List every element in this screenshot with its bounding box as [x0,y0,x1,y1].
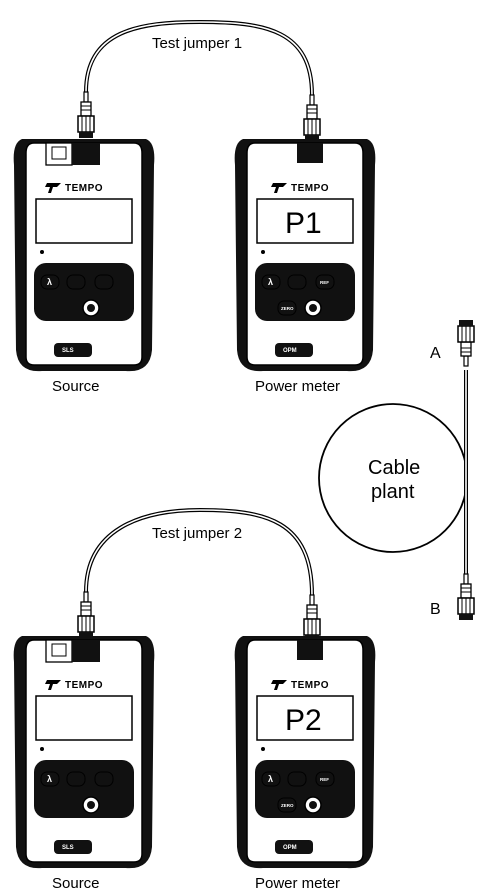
cable-plant-label-line1: Cable [368,457,420,479]
svg-text:λ: λ [47,277,52,287]
source-device-bottom: TEMPO λ SLS [13,636,155,869]
zero-button-top[interactable]: ZERO [277,300,297,316]
db-button-top[interactable] [287,274,307,290]
db-button-bottom[interactable] [287,771,307,787]
source-brand-top: TEMPO [65,183,103,194]
jumper-2-source-connector [77,591,95,639]
source-caption-bottom: Source [52,875,100,892]
svg-text:λ: λ [268,277,273,287]
ref-button-src-top[interactable] [66,274,86,290]
svg-text:λ: λ [268,774,273,784]
lambda-button-top[interactable]: λ [40,274,60,290]
meter-tag-top: OPM [283,348,297,354]
ref-button-top[interactable]: REF [315,274,335,290]
ref-button-src-bottom[interactable] [66,771,86,787]
test-jumper-1-label: Test jumper 1 [152,35,242,52]
meter-display-bottom [256,695,354,741]
end-b-label: B [430,601,441,618]
svg-text:REF: REF [320,280,329,285]
jumper-1-meter-connector [303,94,321,142]
meter-caption-top: Power meter [255,378,340,395]
hold-button-bottom[interactable] [94,771,114,787]
source-display-bottom [35,695,133,741]
svg-text:ZERO: ZERO [281,306,294,311]
source-caption-top: Source [52,378,100,395]
end-a-label: A [430,345,441,362]
lambda-button-bottom[interactable]: λ [40,771,60,787]
cable-plant-label-line2: plant [371,481,415,503]
power-meter-device-top: TEMPO P1 λ REF ZERO OPM [234,139,376,372]
source-brand-bottom: TEMPO [65,680,103,691]
meter-caption-bottom: Power meter [255,875,340,892]
source-tag-top: SLS [62,348,74,354]
meter-display-top [256,198,354,244]
meter-brand-bottom: TEMPO [291,680,329,691]
end-a-connector [457,319,475,367]
hold-button-top[interactable] [94,274,114,290]
meter-readout-bottom: P2 [285,704,322,737]
svg-text:ZERO: ZERO [281,803,294,808]
svg-text:REF: REF [320,777,329,782]
meter-readout-top: P1 [285,207,322,240]
jumper-1-source-connector [77,91,95,139]
zero-button-bottom[interactable]: ZERO [277,797,297,813]
jumper-2-meter-connector [303,594,321,642]
power-meter-device-bottom: TEMPO P2 λ REF ZERO OPM [234,636,376,869]
source-display-top [35,198,133,244]
meter-tag-bottom: OPM [283,845,297,851]
source-device-top: TEMPO λ SLS [13,139,155,372]
lambda-button-meter-top[interactable]: λ [261,274,281,290]
end-b-connector [457,573,475,621]
lambda-button-meter-bottom[interactable]: λ [261,771,281,787]
test-jumper-2-label: Test jumper 2 [152,525,242,542]
meter-brand-top: TEMPO [291,183,329,194]
ref-button-bottom[interactable]: REF [315,771,335,787]
svg-text:λ: λ [47,774,52,784]
source-tag-bottom: SLS [62,845,74,851]
